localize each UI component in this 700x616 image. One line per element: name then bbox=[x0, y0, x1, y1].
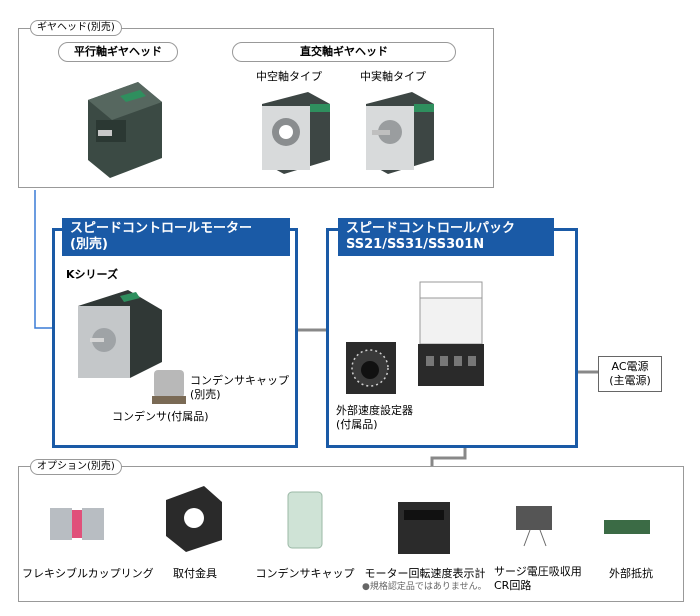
motor-heading: スピードコントロールモーター (別売) bbox=[62, 218, 290, 256]
speed-setter-label: 外部速度設定器 (付属品) bbox=[336, 404, 413, 432]
ac-power-box: AC電源 (主電源) bbox=[598, 356, 662, 392]
motor-heading-line1: スピードコントロールモーター bbox=[70, 221, 253, 236]
option-note: ●規格認定品ではありません。 bbox=[362, 582, 487, 592]
capacitor-label: コンデンサ(付属品) bbox=[112, 410, 209, 423]
speed-setter-line2: (付属品) bbox=[336, 418, 378, 431]
option-label-meter: モーター回転速度表示計 bbox=[364, 567, 486, 580]
option-label-coupling: フレキシブルカップリング bbox=[22, 567, 154, 580]
capacitor-cap-line2: (別売) bbox=[190, 388, 221, 401]
capacitor-cap-label: コンデンサキャップ (別売) bbox=[190, 374, 289, 402]
option-label-capcap: コンデンサキャップ bbox=[255, 567, 355, 580]
options-panel bbox=[18, 466, 684, 602]
option-label-resistor: 外部抵抗 bbox=[609, 567, 653, 580]
option-label-surge-line2: CR回路 bbox=[494, 579, 532, 592]
motor-panel bbox=[52, 228, 298, 448]
hollow-shaft-label: 中空軸タイプ bbox=[256, 70, 322, 83]
right-angle-gearhead-label: 直交軸ギヤヘッド bbox=[232, 42, 456, 62]
capacitor-cap-line1: コンデンサキャップ bbox=[190, 374, 289, 387]
parallel-gearhead-label: 平行軸ギヤヘッド bbox=[58, 42, 178, 62]
option-label-bracket: 取付金具 bbox=[173, 567, 217, 580]
pack-heading: スピードコントロールパック SS21/SS31/SS301N bbox=[338, 218, 554, 256]
option-label-surge: サージ電圧吸収用 CR回路 bbox=[494, 565, 582, 593]
speed-setter-line1: 外部速度設定器 bbox=[336, 404, 413, 417]
motor-heading-line2: (別売) bbox=[70, 237, 108, 252]
option-label-surge-line1: サージ電圧吸収用 bbox=[494, 565, 582, 578]
k-series-label: Kシリーズ bbox=[66, 268, 118, 281]
gearhead-tag: ギヤヘッド(別売) bbox=[30, 20, 122, 36]
solid-shaft-label: 中実軸タイプ bbox=[360, 70, 426, 83]
ac-power-line2: (主電源) bbox=[609, 374, 651, 387]
options-tag: オプション(別売) bbox=[30, 459, 122, 475]
pack-heading-line1: スピードコントロールパック bbox=[346, 221, 516, 236]
pack-heading-line2: SS21/SS31/SS301N bbox=[346, 237, 485, 252]
ac-power-line1: AC電源 bbox=[611, 360, 649, 373]
